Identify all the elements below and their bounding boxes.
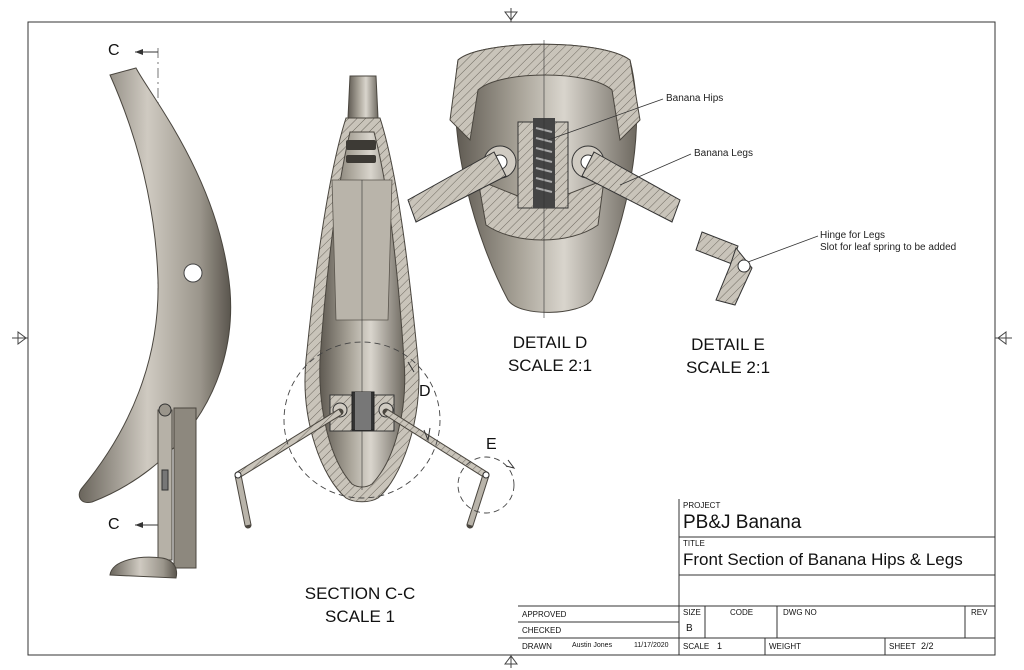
- title-value: Front Section of Banana Hips & Legs: [683, 550, 963, 569]
- callout-hinge-line2: Slot for leaf spring to be added: [820, 242, 957, 253]
- scale-value: 1: [717, 641, 723, 651]
- section-title-text: SECTION C-C: [304, 584, 416, 603]
- callout-banana-hips: Banana Hips: [666, 93, 724, 104]
- centering-marks: [12, 8, 1012, 668]
- section-marker-bottom: C: [108, 516, 120, 533]
- title-block-lines: [518, 499, 995, 655]
- detail-e-marker: E: [486, 436, 497, 453]
- detail-d-marker: D: [419, 383, 431, 400]
- side-view: [78, 48, 232, 579]
- drawn-date: 11/17/2020: [634, 642, 669, 649]
- drawn-label: DRAWN: [522, 642, 552, 651]
- section-scale-text: SCALE 1: [325, 607, 395, 626]
- section-marker-top: C: [108, 42, 120, 59]
- detail-d-view: [407, 40, 692, 318]
- section-title: SECTION C-C SCALE 1: [270, 582, 450, 628]
- sheet-label: SHEET: [889, 642, 916, 651]
- project-value: PB&J Banana: [683, 512, 802, 533]
- code-label: CODE: [730, 608, 754, 617]
- dwg-no-label: DWG NO: [783, 608, 817, 617]
- checked-label: CHECKED: [522, 626, 562, 635]
- size-label: SIZE: [683, 608, 701, 617]
- detail-e-view: [695, 231, 819, 306]
- size-value: B: [686, 623, 693, 634]
- drawn-name: Austin Jones: [572, 642, 613, 649]
- rev-label: REV: [971, 608, 988, 617]
- detail-d-title: DETAIL D SCALE 2:1: [480, 331, 620, 377]
- scale-label: SCALE: [683, 642, 710, 651]
- callout-hinge-line1: Hinge for Legs: [820, 230, 886, 241]
- approved-label: APPROVED: [522, 610, 567, 619]
- section-view: [234, 75, 516, 529]
- project-label: PROJECT: [683, 501, 721, 510]
- callout-banana-legs: Banana Legs: [694, 148, 753, 159]
- weight-label: WEIGHT: [769, 642, 801, 651]
- detail-e-title: DETAIL E SCALE 2:1: [658, 333, 798, 379]
- detail-d-scale-text: SCALE 2:1: [507, 356, 593, 375]
- callout-hinge: Hinge for Legs Slot for leaf spring to b…: [820, 230, 956, 254]
- detail-e-title-text: DETAIL E: [691, 335, 765, 354]
- title-label: TITLE: [683, 539, 705, 548]
- detail-e-scale-text: SCALE 2:1: [685, 358, 771, 377]
- detail-d-title-text: DETAIL D: [512, 333, 588, 352]
- sheet-value: 2/2: [921, 641, 934, 651]
